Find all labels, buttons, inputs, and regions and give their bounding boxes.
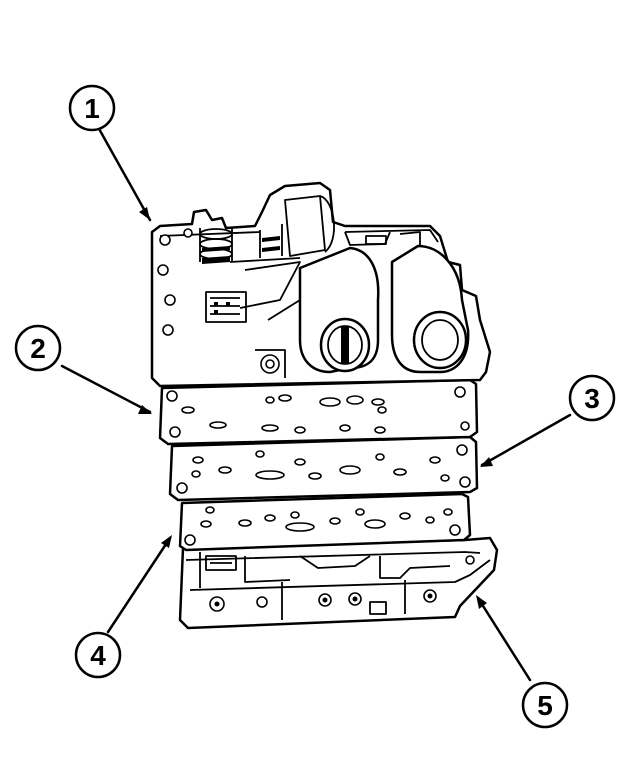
leader-3 xyxy=(480,413,572,467)
svg-text:4: 4 xyxy=(90,640,106,671)
part-1-upper-valve-body xyxy=(150,181,492,388)
callout-4: 4 xyxy=(74,631,122,679)
leader-lines xyxy=(60,125,572,682)
callout-2: 2 xyxy=(14,324,62,372)
leader-1 xyxy=(96,125,152,222)
svg-text:1: 1 xyxy=(84,93,100,124)
svg-text:5: 5 xyxy=(537,690,553,721)
svg-text:3: 3 xyxy=(584,383,600,414)
part-5-lower-valve-body xyxy=(178,536,499,630)
part-2-gasket xyxy=(158,378,479,446)
leader-2 xyxy=(60,364,152,414)
part-4-separator-plate xyxy=(178,492,472,552)
leader-4 xyxy=(106,536,172,634)
part-3-separator-plate xyxy=(168,435,479,502)
leader-5 xyxy=(476,596,532,682)
callout-3: 3 xyxy=(568,374,616,422)
callout-5: 5 xyxy=(521,681,569,729)
svg-text:2: 2 xyxy=(30,333,46,364)
callout-1: 1 xyxy=(68,84,116,132)
